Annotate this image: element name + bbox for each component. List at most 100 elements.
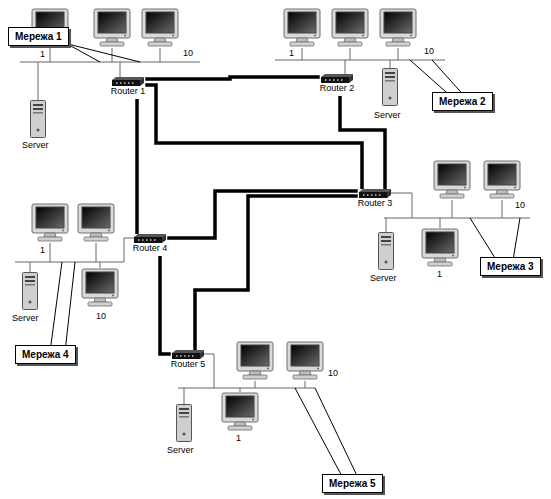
server-label: Server [12, 313, 39, 324]
lan-bus [20, 48, 200, 100]
router-port [341, 79, 343, 81]
router-link [145, 77, 319, 79]
router-port [132, 82, 134, 84]
server-label: Server [370, 273, 397, 284]
router-port [116, 82, 118, 84]
router-link [135, 99, 139, 234]
computer-icon [380, 9, 416, 46]
router-port [188, 355, 190, 357]
router-port [329, 79, 331, 81]
router-node: Router 5 [171, 350, 206, 372]
computer-icon [94, 9, 130, 46]
router-label: Router 3 [358, 198, 393, 209]
router-port [150, 239, 152, 241]
computer-number: 10 [515, 200, 525, 211]
router-port [375, 194, 377, 196]
computer-icon [82, 269, 118, 306]
router-port [333, 79, 335, 81]
router-link [160, 256, 171, 354]
router-front [321, 77, 349, 83]
router-port [180, 355, 182, 357]
router-label: Router 5 [171, 359, 206, 370]
router-label: Router 2 [320, 83, 355, 94]
router-icon [321, 74, 353, 83]
router-port [146, 239, 148, 241]
computer-icon [78, 204, 114, 241]
computer-icon [287, 342, 323, 379]
router-port [142, 239, 144, 241]
router-side [140, 77, 144, 86]
router-port [367, 194, 369, 196]
network-callout: Мережа 2 [432, 92, 493, 111]
computer-icon [422, 229, 458, 266]
router-port [379, 194, 381, 196]
router-label: Router 1 [111, 86, 146, 97]
router-port [337, 79, 339, 81]
router-top [172, 350, 204, 353]
router-front [112, 80, 140, 86]
computer-icon [484, 161, 520, 198]
leader-line [295, 388, 360, 482]
router-port [371, 194, 373, 196]
router-link [195, 196, 358, 350]
router-icon [172, 350, 204, 359]
router-label: Router 4 [133, 243, 168, 254]
router-top [134, 234, 166, 237]
router-port [128, 82, 130, 84]
server-icon [383, 69, 398, 106]
server-label: Server [374, 110, 401, 121]
router-top [359, 189, 391, 192]
router-icon [134, 234, 166, 243]
router-top [321, 74, 353, 77]
leader-line [50, 262, 75, 352]
router-port [154, 239, 156, 241]
router-icon [359, 189, 391, 198]
router-side [349, 74, 353, 83]
router-port [184, 355, 186, 357]
server-icon [177, 405, 192, 442]
router-node: Router 2 [320, 74, 355, 96]
computer-icon [332, 9, 368, 46]
computer-number: 10 [183, 48, 193, 59]
computer-number: 10 [424, 46, 434, 57]
router-top [112, 77, 144, 80]
server-icon [31, 101, 46, 138]
router-port [176, 355, 178, 357]
router-front [359, 192, 387, 198]
network-name: Мережа 2 [439, 95, 486, 108]
server-label: Server [167, 445, 194, 456]
lan-bus [275, 48, 445, 74]
router-icon [112, 77, 144, 86]
computer-icon [434, 161, 470, 198]
network-name: Мережа 5 [329, 477, 376, 490]
computer-number: 1 [289, 48, 294, 59]
server-label: Server [22, 140, 49, 151]
computer-icon [237, 342, 273, 379]
router-node: Router 1 [111, 77, 146, 99]
router-port [192, 355, 194, 357]
router-port [138, 239, 140, 241]
computer-number: 1 [40, 245, 45, 256]
router-port [120, 82, 122, 84]
router-link [145, 85, 362, 189]
router-port [325, 79, 327, 81]
network-callout: Мережа 4 [15, 345, 76, 364]
computer-number: 1 [236, 433, 241, 444]
router-side [200, 350, 204, 359]
router-link [167, 191, 357, 238]
router-side [387, 189, 391, 198]
network-name: Мережа 4 [22, 348, 69, 361]
computer-number: 10 [96, 311, 106, 322]
router-front [134, 237, 162, 243]
computer-number: 1 [437, 269, 442, 280]
router-link [340, 96, 385, 189]
router-node: Router 4 [133, 234, 168, 256]
computer-icon [222, 393, 258, 430]
computer-icon [32, 204, 68, 241]
router-port [124, 82, 126, 84]
network-name: Мережа 3 [487, 260, 534, 273]
network-callout: Мережа 3 [480, 257, 541, 276]
router-front [172, 353, 200, 359]
router-side [162, 234, 166, 243]
